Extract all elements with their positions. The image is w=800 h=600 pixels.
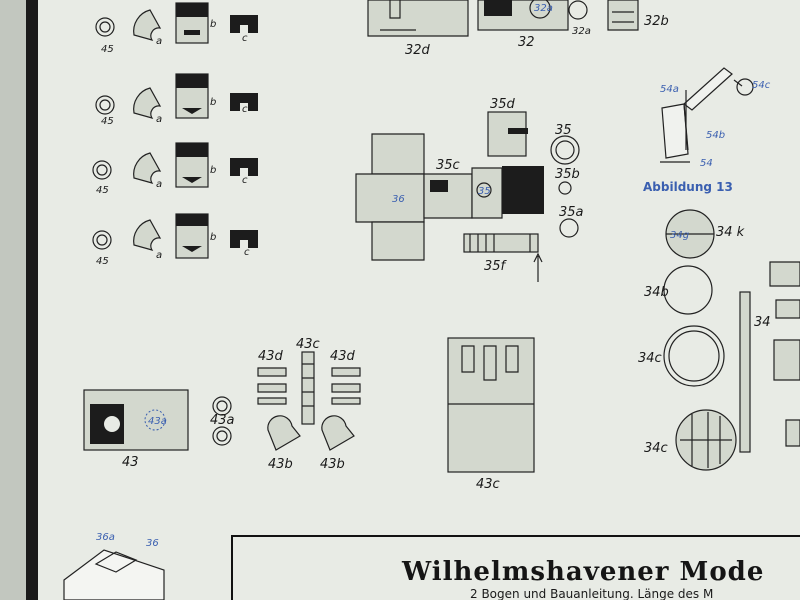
label-a: a [156,114,162,125]
sheet-title: Wilhelmshavener Mode [401,557,764,587]
part-45-row-4: 45 a b c [92,213,258,267]
label-34g: 34g [670,230,689,241]
label-45: 45 [96,185,109,196]
part-36a-diagram: 36a 36 [63,532,165,600]
part-32-group: 32a 32d 32 32a 32b [367,0,669,58]
label-43d-left: 43d [258,349,284,364]
label-a: a [156,36,162,47]
label-43d-right: 43d [330,349,356,364]
part-45-row-3: 45 a b c [92,142,258,196]
label-43c-top: 43c [296,337,320,352]
label-c: c [242,175,248,186]
label-34: 34 [754,315,771,330]
label-54c: 54c [752,80,771,91]
figure-caption: Abbildung 13 [643,180,733,194]
label-32b: 32b [644,14,669,29]
label-45: 45 [101,44,114,55]
part-34-group: 34g 34 k 34b 34c 34c 34 [638,209,800,471]
part-43-group: 43a 43 43a 43c 43d 43d 43b 43b 43c [83,337,535,492]
label-34b: 34b [644,285,669,300]
label-43c: 43c [476,477,500,492]
label-32a: 32a [572,26,591,37]
label-34c-1: 34c [638,351,662,366]
label-c: c [242,33,248,44]
label-43b-right: 43b [320,457,345,472]
label-35: 35 [555,123,572,138]
title-box: Wilhelmshavener Mode 2 Bogen und Bauanle… [231,535,800,600]
left-sheet-edge [26,0,38,600]
label-45: 45 [96,256,109,267]
label-32a-inner: 32a [534,3,553,14]
label-c: c [244,247,250,258]
label-32d: 32d [405,43,431,58]
label-36: 36 [146,538,159,549]
label-45: 45 [101,116,114,127]
label-b: b [210,97,216,108]
label-54b: 54b [706,130,725,141]
label-43-inner: 43a [148,416,167,427]
label-35d: 35d [490,97,516,112]
label-35a: 35a [559,205,584,220]
label-35-inner: 35 [478,186,491,197]
part-54-diagram: 54a 54c 54b 54 Abbildung 13 [643,67,771,194]
part-45-row-2: 45 a b c [95,73,258,127]
sheet-subtitle: 2 Bogen und Bauanleitung. Länge des M [470,587,713,600]
label-b: b [210,19,216,30]
label-a: a [156,179,162,190]
label-54a: 54a [660,84,679,95]
label-c: c [242,104,248,115]
label-35f: 35f [484,259,508,274]
label-34k: 34 k [716,225,745,240]
paper-sheet [36,0,800,600]
label-54: 54 [700,158,713,169]
label-35c: 35c [436,158,460,173]
part-45-row-1: 45 a b c [95,2,258,55]
label-43a: 43a [210,413,235,428]
part-35-36-group: 35d 35 35b 35a 36 35 35c 35f [355,97,584,282]
label-43b-left: 43b [268,457,293,472]
label-a: a [156,250,162,261]
label-35b: 35b [555,167,580,182]
label-43: 43 [122,455,139,470]
label-34c-2: 34c [644,441,668,456]
label-32: 32 [518,35,535,50]
label-b: b [210,232,216,243]
label-36: 36 [392,194,405,205]
label-36a: 36a [96,532,115,543]
label-b: b [210,165,216,176]
